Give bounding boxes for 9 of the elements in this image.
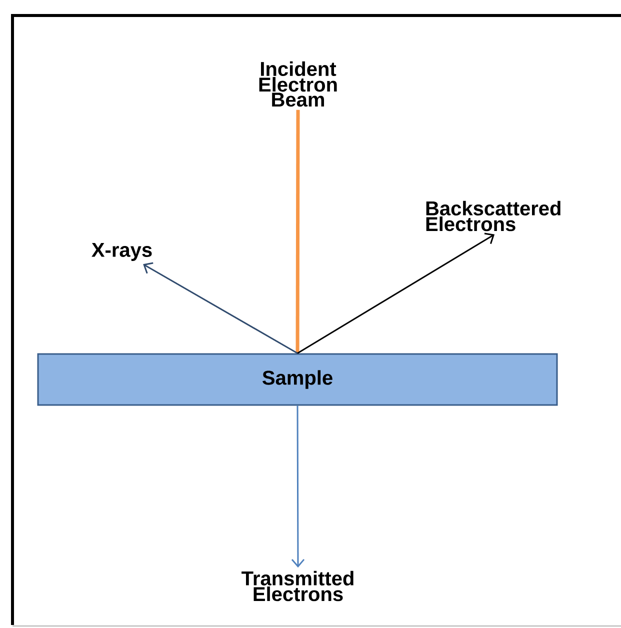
- arrow: [143, 262, 298, 354]
- label-text: Incident Electron Beam: [259, 61, 337, 107]
- sample-box: Sample: [37, 353, 558, 406]
- beam-line: [296, 110, 300, 354]
- arrow: [291, 406, 305, 568]
- label-text: Backscattered Electrons: [426, 200, 560, 232]
- label-text: Transmitted Electrons: [242, 570, 354, 602]
- label-text: X-rays: [92, 243, 152, 261]
- arrow: [297, 232, 495, 354]
